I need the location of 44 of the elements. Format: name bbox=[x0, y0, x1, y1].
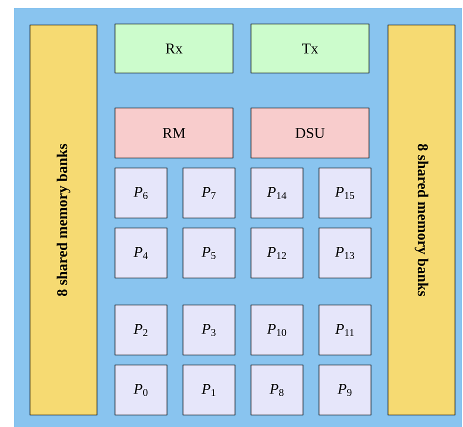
io-label: Rx bbox=[166, 44, 183, 54]
processor-box bbox=[182, 304, 236, 356]
processor-label: P$_{12}$ bbox=[266, 247, 286, 259]
processor-box bbox=[318, 364, 372, 416]
processor-label: P$_{7}$ bbox=[202, 187, 216, 199]
processor-label: P$_{4}$ bbox=[134, 247, 148, 259]
processor-box bbox=[182, 364, 236, 416]
processor-label: P$_{2}$ bbox=[134, 324, 148, 336]
memory-bank-bar bbox=[30, 24, 98, 416]
processor-box bbox=[250, 168, 304, 218]
processor-label: P$_{13}$ bbox=[334, 247, 354, 260]
processor-label: P$_{11}$ bbox=[335, 324, 354, 336]
processor-box bbox=[318, 304, 372, 356]
processor-label: P$_{9}$ bbox=[338, 384, 352, 396]
processor-box bbox=[182, 228, 236, 278]
memory-bank-label: 8 shared memory banks bbox=[414, 144, 428, 296]
processor-label: P$_{14}$ bbox=[266, 187, 286, 199]
processor-box bbox=[318, 228, 372, 278]
processor-box bbox=[114, 304, 168, 356]
processor-box bbox=[114, 364, 168, 416]
processor-label: P$_{15}$ bbox=[334, 187, 354, 200]
processor-box bbox=[114, 168, 168, 218]
processor-label: P$_{1}$ bbox=[202, 384, 216, 396]
processor-box bbox=[182, 168, 236, 218]
processor-label: P$_{3}$ bbox=[202, 324, 216, 336]
unit-box bbox=[250, 108, 370, 158]
processor-box bbox=[250, 304, 304, 356]
processor-box bbox=[250, 364, 304, 416]
io-box bbox=[114, 24, 234, 74]
processor-label: P$_{0}$ bbox=[134, 384, 148, 396]
memory-bank-label: 8 shared memory banks bbox=[56, 144, 70, 296]
io-label: Tx bbox=[302, 44, 318, 54]
processor-label: P$_{10}$ bbox=[266, 324, 286, 336]
processor-label: P$_{6}$ bbox=[134, 187, 148, 200]
memory-bank-bar bbox=[388, 24, 456, 416]
processor-label: P$_{8}$ bbox=[270, 384, 284, 396]
processor-box bbox=[114, 228, 168, 278]
unit-label: DSU bbox=[296, 128, 325, 138]
io-box bbox=[250, 24, 370, 74]
processor-box bbox=[318, 168, 372, 218]
unit-box bbox=[114, 108, 234, 158]
processor-box bbox=[250, 228, 304, 278]
unit-label: RM bbox=[162, 128, 186, 138]
processor-label: P$_{5}$ bbox=[202, 247, 216, 260]
